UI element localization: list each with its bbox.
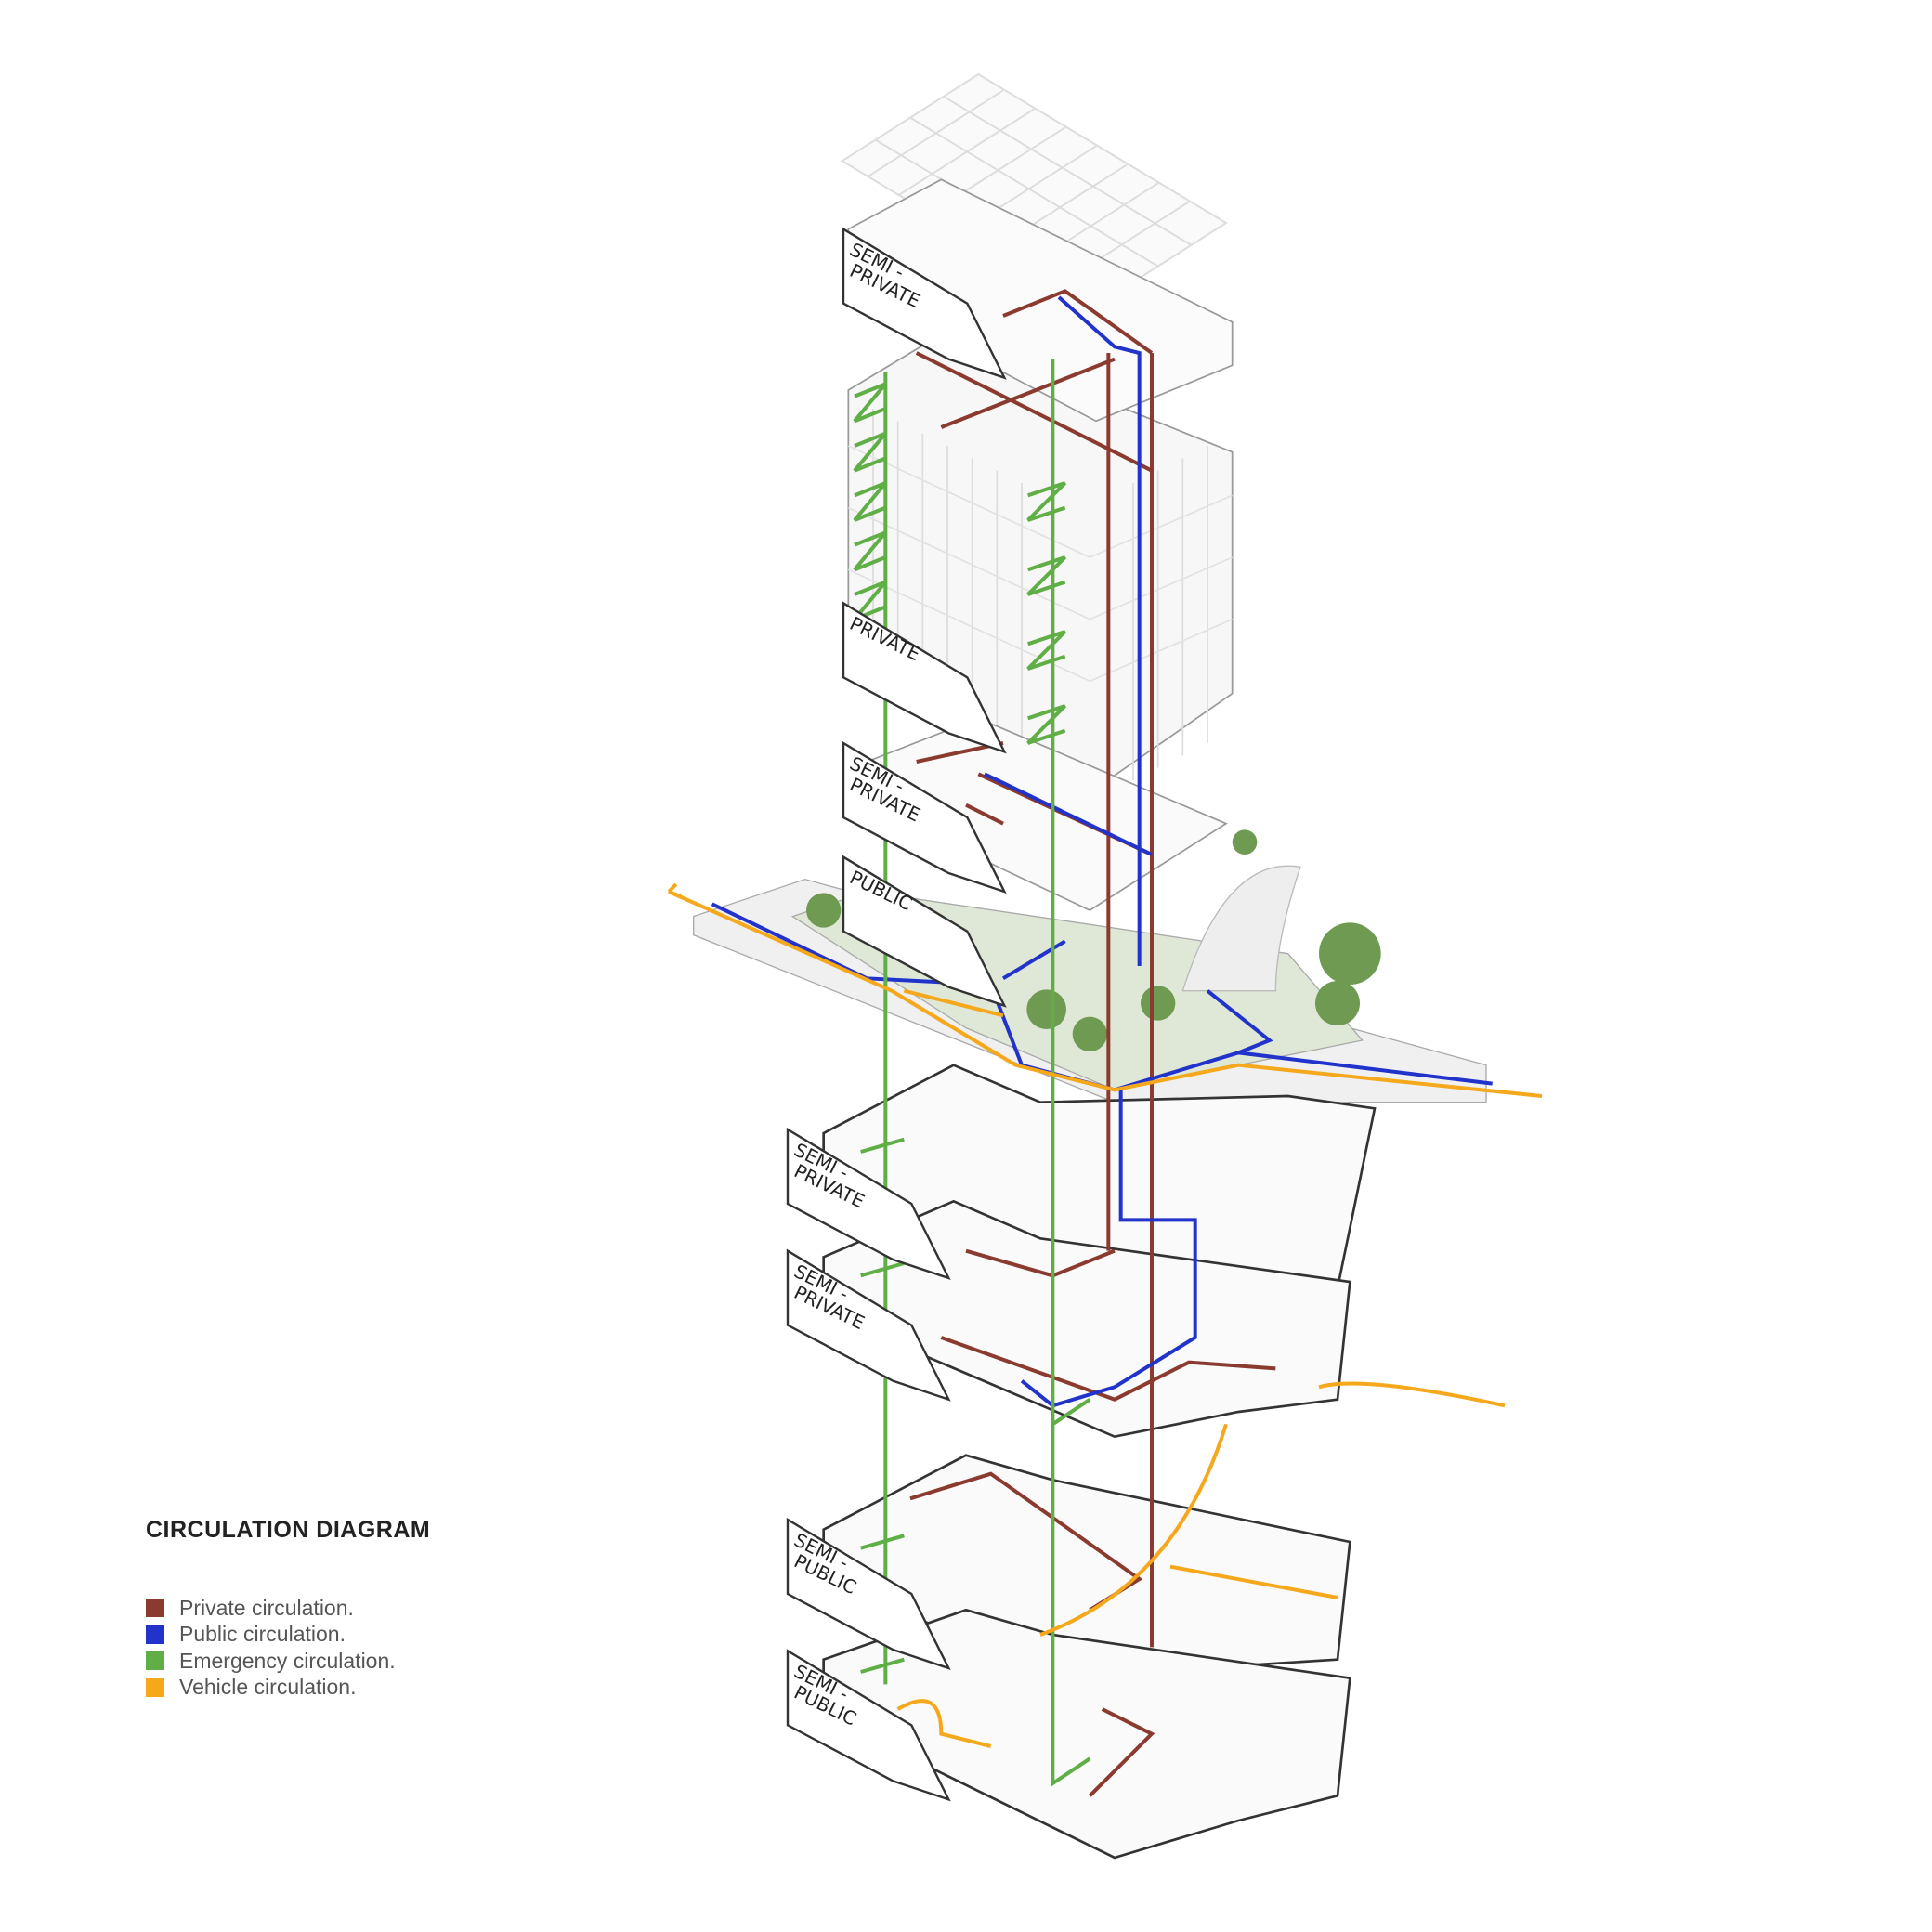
- legend-swatch: [146, 1599, 164, 1618]
- legend-item: Public circulation.: [146, 1622, 430, 1649]
- legend-label: Private circulation.: [179, 1595, 354, 1620]
- vehicle-circulation: [667, 882, 1543, 1748]
- zone-tag: SEMI -PRIVATE: [842, 740, 1007, 894]
- legend-swatch: [146, 1677, 164, 1697]
- legend-item: Emergency circulation.: [146, 1648, 430, 1675]
- legend-swatch: [146, 1625, 164, 1644]
- tag-card: [842, 227, 1007, 380]
- legend: CIRCULATION DIAGRAM Private circulation.…: [146, 1517, 430, 1701]
- tag-card: [842, 601, 1007, 754]
- tag-card: [786, 1248, 951, 1402]
- emergency-circulation: [853, 359, 1091, 1787]
- tag-card: [842, 740, 1007, 894]
- diagram-title: CIRCULATION DIAGRAM: [146, 1517, 431, 1543]
- zone-tag: SEMI -PUBLIC: [786, 1517, 951, 1671]
- legend-label: Vehicle circulation.: [179, 1675, 357, 1700]
- legend-items: Private circulation.Public circulation.E…: [146, 1595, 430, 1701]
- tag-card: [842, 855, 1007, 1008]
- tag-card: [786, 1649, 951, 1802]
- legend-swatch: [146, 1651, 164, 1671]
- tag-card: [786, 1517, 951, 1671]
- zone-tag: SEMI -PRIVATE: [842, 227, 1007, 380]
- legend-item: Private circulation.: [146, 1595, 430, 1622]
- legend-label: Emergency circulation.: [179, 1648, 396, 1673]
- zone-tag: SEMI -PRIVATE: [786, 1248, 951, 1402]
- lower-floors: [822, 1064, 1377, 1860]
- legend-item: Vehicle circulation.: [146, 1675, 430, 1702]
- tag-card: [786, 1127, 951, 1281]
- legend-label: Public circulation.: [179, 1622, 346, 1647]
